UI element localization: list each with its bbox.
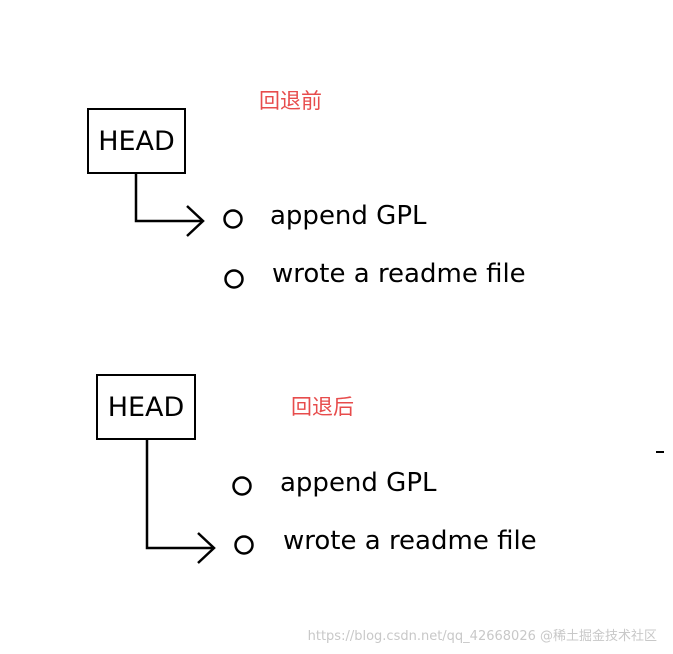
- head-box-before: HEAD: [87, 108, 186, 174]
- commit-node-after-readme: [234, 535, 254, 555]
- watermark: https://blog.csdn.net/qq_42668026 @稀土掘金技…: [307, 629, 657, 644]
- head-pointer-arrow-before: [134, 172, 205, 237]
- caption-before: 回退前: [259, 89, 322, 113]
- commit-node-before-append-gpl: [223, 209, 243, 229]
- head-pointer-arrow-after: [145, 438, 216, 564]
- head-label: HEAD: [107, 391, 185, 423]
- commit-label-before-readme: wrote a readme file: [272, 259, 526, 289]
- commit-node-before-readme: [224, 269, 244, 289]
- head-label: HEAD: [98, 125, 175, 157]
- caption-after: 回退后: [291, 395, 354, 419]
- commit-node-after-append-gpl: [232, 476, 252, 496]
- commit-label-after-append-gpl: append GPL: [280, 468, 437, 498]
- head-box-after: HEAD: [96, 374, 196, 440]
- commit-label-before-append-gpl: append GPL: [270, 201, 427, 231]
- commit-label-after-readme: wrote a readme file: [283, 526, 537, 556]
